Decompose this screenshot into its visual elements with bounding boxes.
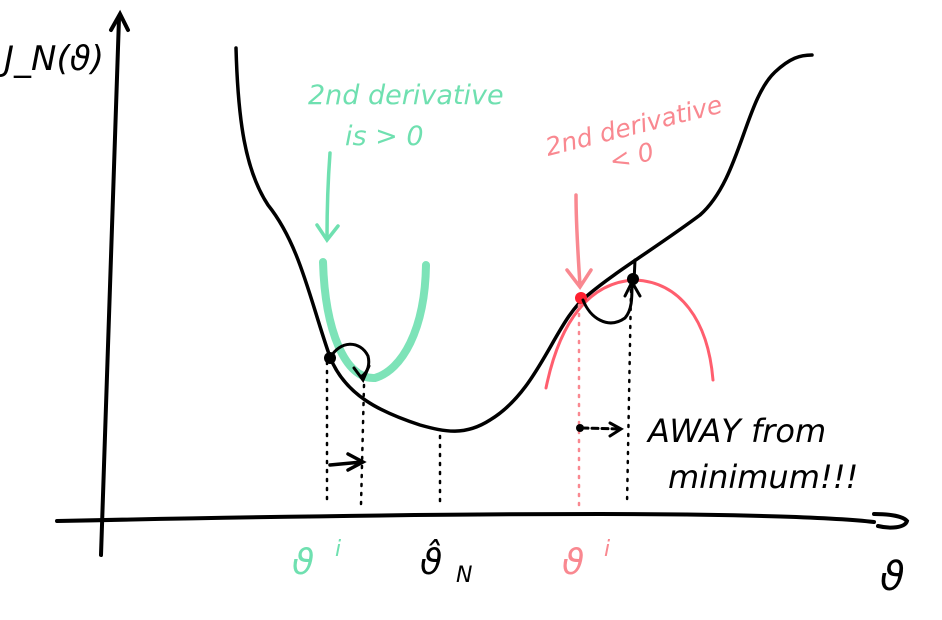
red-step-arrow xyxy=(581,283,634,325)
green-horizontal-step-arrow-head xyxy=(346,452,367,472)
x-axis-arrow-head xyxy=(872,512,910,530)
green-tick-label: ϑ xyxy=(292,542,314,583)
away-annotation-line2: minimum!!! xyxy=(668,458,858,496)
red-horizontal-step-start xyxy=(576,424,584,432)
y-axis xyxy=(99,16,121,557)
green-pointer-arrow-head xyxy=(315,223,340,243)
green-horizontal-step-arrow xyxy=(328,460,364,467)
red-horizontal-step-arrow-head xyxy=(608,421,624,438)
red-next-drop-line xyxy=(625,288,633,507)
red-tick-label: ϑ xyxy=(562,542,584,583)
red-step-arrow-head xyxy=(623,278,642,298)
next-point-tick xyxy=(632,258,637,284)
green-pointer-arrow xyxy=(325,151,332,240)
y-axis-arrow xyxy=(109,9,130,32)
optimum-tick-subscript: N xyxy=(456,563,472,588)
loss-curve xyxy=(234,46,814,433)
red-pointer-arrow xyxy=(574,193,582,287)
away-annotation-line1: AWAY from xyxy=(646,412,826,450)
y-axis-label: J_N(ϑ) xyxy=(0,39,104,79)
red-pointer-arrow-head xyxy=(565,268,593,291)
red-horizontal-step-arrow xyxy=(580,426,622,431)
green-annotation-line1: 2nd derivative xyxy=(308,80,504,111)
x-axis-label: ϑ xyxy=(880,554,905,600)
optimum-tick-label: ϑ̂ xyxy=(420,538,442,583)
green-quadratic-approximation xyxy=(319,258,430,382)
green-step-arrow-head xyxy=(352,364,371,383)
red-tick-superscript: i xyxy=(604,537,610,562)
green-annotation-line2: is > 0 xyxy=(345,121,424,152)
green-next-drop-line xyxy=(359,383,366,507)
green-tick-superscript: i xyxy=(335,537,341,562)
x-axis xyxy=(55,511,876,524)
